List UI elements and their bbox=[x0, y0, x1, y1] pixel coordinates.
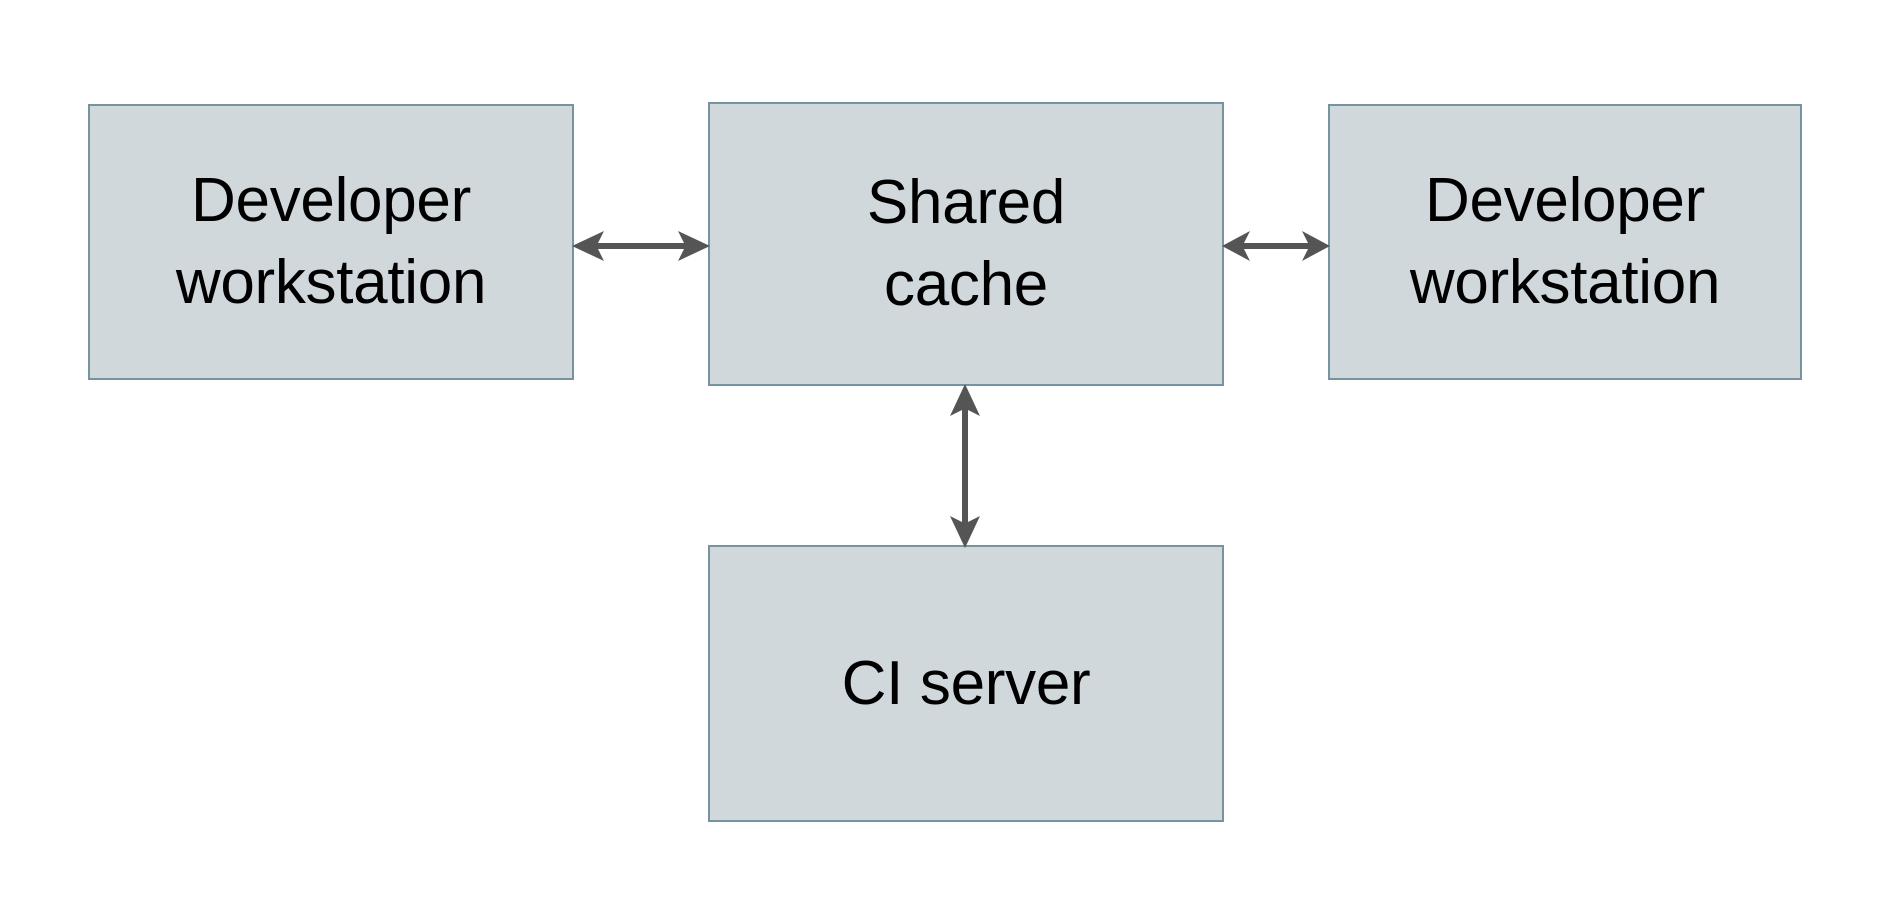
edge-shared-cache-to-dev-right[interactable] bbox=[1220, 215, 1332, 277]
node-shared-cache[interactable]: Shared cache bbox=[708, 102, 1224, 386]
edge-dev-left-to-shared-cache[interactable] bbox=[570, 215, 712, 277]
double-arrow-vertical-icon bbox=[950, 384, 980, 548]
node-developer-workstation-left[interactable]: Developer workstation bbox=[88, 104, 574, 380]
double-arrow-horizontal-icon bbox=[572, 231, 710, 261]
node-label-shared-cache: Shared cache bbox=[866, 168, 1066, 319]
node-developer-workstation-right[interactable]: Developer workstation bbox=[1328, 104, 1802, 380]
node-ci-server[interactable]: CI server bbox=[708, 545, 1224, 822]
edge-shared-cache-to-ci-server[interactable] bbox=[934, 382, 996, 550]
node-label-ci-server: CI server bbox=[841, 648, 1091, 718]
node-label-developer-workstation-left: Developer workstation bbox=[175, 166, 487, 317]
double-arrow-horizontal-icon bbox=[1222, 231, 1330, 261]
node-label-developer-workstation-right: Developer workstation bbox=[1409, 166, 1721, 317]
